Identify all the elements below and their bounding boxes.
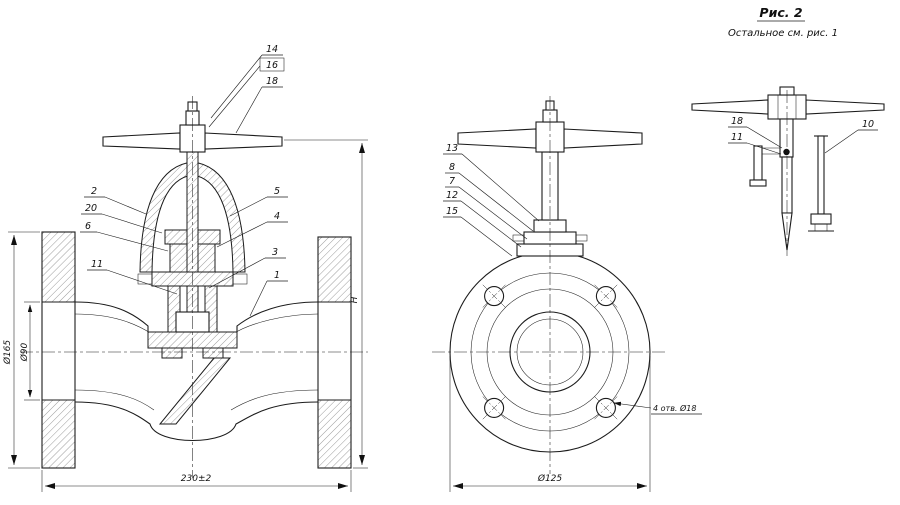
bolt-holes (482, 284, 618, 420)
bonnet-bolt-left (137, 273, 153, 285)
callout-4: 4 (274, 211, 280, 222)
callout-18-detail: 18 (731, 116, 743, 127)
ball-detail (783, 148, 790, 156)
seat-ring-left (161, 347, 183, 359)
callout-10: 10 (862, 119, 874, 130)
callout-6: 6 (85, 221, 91, 232)
stuffing-box-right (197, 243, 216, 273)
stuffing-box-left (169, 243, 188, 273)
callout-18: 18 (266, 76, 278, 87)
callout-1: 1 (274, 270, 280, 281)
seat-partition (158, 357, 232, 425)
callout-2: 2 (91, 186, 97, 197)
detail-callouts: 18 11 10 (728, 116, 878, 155)
front-callouts: 13 8 7 12 15 (443, 143, 540, 257)
callout-14: 14 (266, 44, 278, 55)
callout-11-detail: 11 (731, 132, 743, 143)
front-centerlines (432, 96, 668, 474)
gland-bolt-right (575, 234, 588, 242)
callout-20: 20 (85, 203, 97, 214)
dim-front-dia: Ø125 (537, 473, 563, 484)
figure-note: Остальное см. рис. 1 (728, 28, 838, 39)
callout-8: 8 (449, 162, 455, 173)
handwheel (102, 101, 283, 153)
left-flange (41, 231, 76, 469)
dim-bore-dia: Ø90 (19, 342, 30, 362)
bonnet-bolt-right (232, 273, 248, 285)
section-dimensions: 230±2 H Ø165 Ø90 (2, 139, 368, 492)
seat-ring-right (202, 347, 224, 359)
callout-3: 3 (272, 247, 278, 258)
callout-15: 15 (446, 206, 458, 217)
callout-7: 7 (449, 176, 455, 187)
section-view: 230±2 H Ø165 Ø90 14 16 18 (2, 44, 368, 492)
callout-16: 16 (266, 60, 278, 71)
detail-view: Рис. 2 Остальное см. рис. 1 (691, 5, 885, 256)
figure-header: Рис. 2 Остальное см. рис. 1 (728, 5, 838, 39)
yoke-leg (753, 145, 763, 181)
front-view: Ø125 4 отв. Ø18 13 8 7 12 15 (432, 96, 702, 492)
front-dimensions: Ø125 4 отв. Ø18 (449, 356, 702, 492)
right-flange (317, 236, 352, 469)
section-callouts: 14 16 18 2 20 6 11 5 4 (80, 44, 288, 317)
dim-length: 230±2 (181, 474, 212, 484)
indicator-rod (808, 135, 834, 232)
gland-bolt-left (512, 234, 525, 242)
callout-11: 11 (91, 259, 103, 270)
figure-label: Рис. 2 (759, 5, 802, 20)
dim-height: H (350, 296, 360, 303)
callout-12: 12 (446, 190, 458, 201)
section-centerlines (20, 96, 368, 478)
dim-flange-dia: Ø165 (2, 340, 13, 366)
front-handwheel (457, 100, 643, 153)
callout-5: 5 (274, 186, 280, 197)
gland-left (164, 229, 188, 245)
holes-note: 4 отв. Ø18 (653, 403, 696, 413)
callout-13: 13 (446, 143, 458, 154)
gland-right (197, 229, 221, 245)
